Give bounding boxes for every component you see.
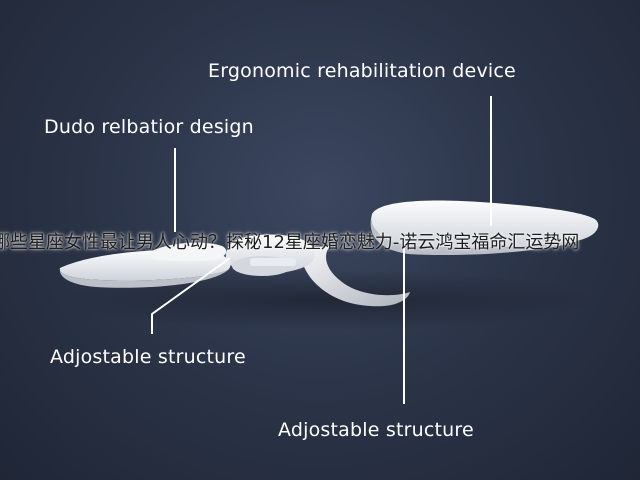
label-adjustable-structure-right: Adjostable structure — [278, 419, 474, 441]
overlay-banner: 哪些星座女性最让男人心动？探秘12星座婚恋魅力-诺云鸿宝福命汇运势网 — [0, 224, 640, 260]
hinge-band — [250, 258, 296, 266]
label-dudo-design: Dudo relbatior design — [44, 116, 254, 138]
leader-line-adjustable-left — [151, 257, 231, 334]
forearm-plate — [371, 200, 599, 248]
hand-plate-edge — [59, 268, 229, 288]
curved-shell — [300, 246, 410, 307]
label-adjustable-structure-left: Adjostable structure — [50, 346, 246, 368]
device-shadow — [60, 270, 600, 330]
overlay-text: 哪些星座女性最让男人心动？探秘12星座婚恋魅力-诺云鸿宝福命汇运势网 — [0, 232, 580, 253]
finger-pad — [150, 242, 227, 262]
label-ergonomic-rehabilitation-device: Ergonomic rehabilitation device — [208, 60, 516, 82]
